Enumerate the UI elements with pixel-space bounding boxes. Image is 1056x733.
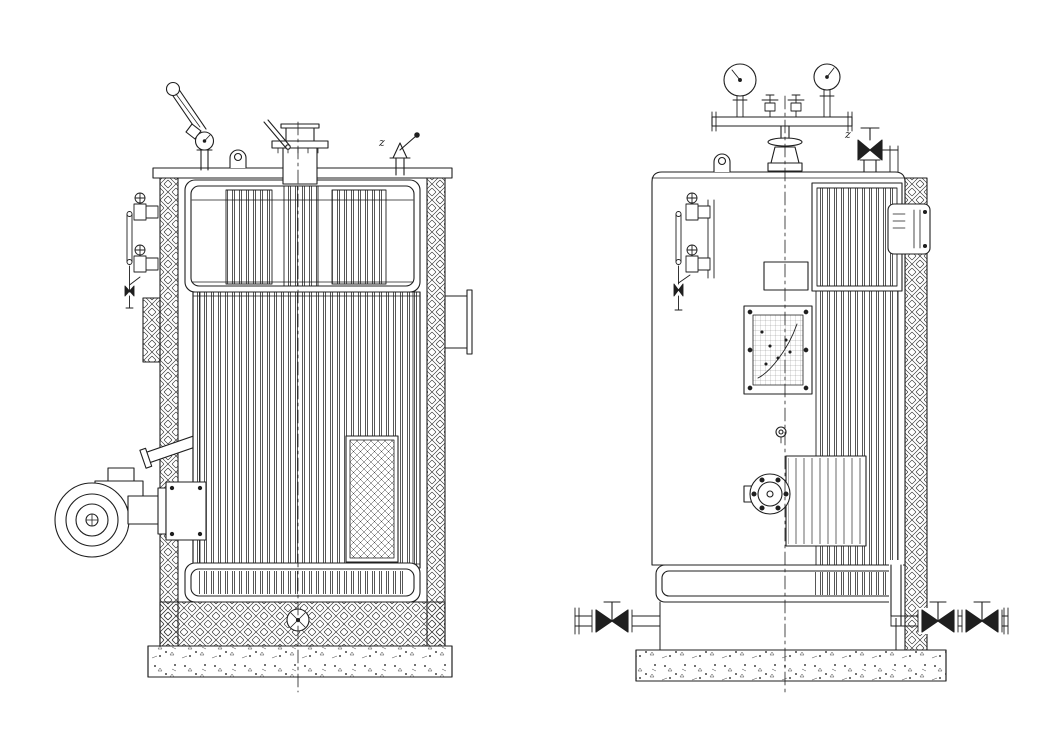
rib-plate xyxy=(785,455,867,547)
pressure-gauge-right xyxy=(813,63,841,118)
plug-fitting xyxy=(775,426,787,444)
water-level-gauge xyxy=(673,192,715,311)
safety-valve-mark: z xyxy=(378,136,385,149)
safety-valve: z xyxy=(378,132,420,176)
sight-door xyxy=(743,305,813,395)
lower-header xyxy=(184,562,421,603)
inspection-box xyxy=(763,261,809,291)
damper-lever xyxy=(263,119,291,150)
burner-flange xyxy=(157,487,167,535)
pressure-gauge xyxy=(194,131,215,171)
test-cocks xyxy=(761,94,805,118)
burner-mount-plate xyxy=(165,481,207,541)
right-view: z xyxy=(574,63,1010,693)
gauge-manifold xyxy=(711,111,853,132)
left-view: z xyxy=(54,81,473,693)
upper-drum xyxy=(184,179,421,293)
lifting-lug xyxy=(713,153,731,173)
burner-fan xyxy=(54,467,207,558)
control-box xyxy=(887,203,931,255)
burner-mount-flange xyxy=(743,473,791,515)
lower-band xyxy=(655,564,903,603)
safety-valve-mark: z xyxy=(844,128,851,141)
concrete-foundation xyxy=(635,649,947,682)
pressure-gauge-left xyxy=(723,63,757,118)
lifting-lug xyxy=(229,149,247,169)
flue-stub xyxy=(263,119,329,185)
access-door xyxy=(345,435,399,563)
safety-valve: z xyxy=(844,127,899,173)
smoke-outlet xyxy=(444,289,473,355)
thermometer xyxy=(165,81,207,140)
blowdown-valves-right xyxy=(917,601,1010,635)
water-level-gauge xyxy=(124,192,159,309)
concrete-foundation xyxy=(147,645,453,678)
blowdown-valve-left xyxy=(574,601,661,635)
